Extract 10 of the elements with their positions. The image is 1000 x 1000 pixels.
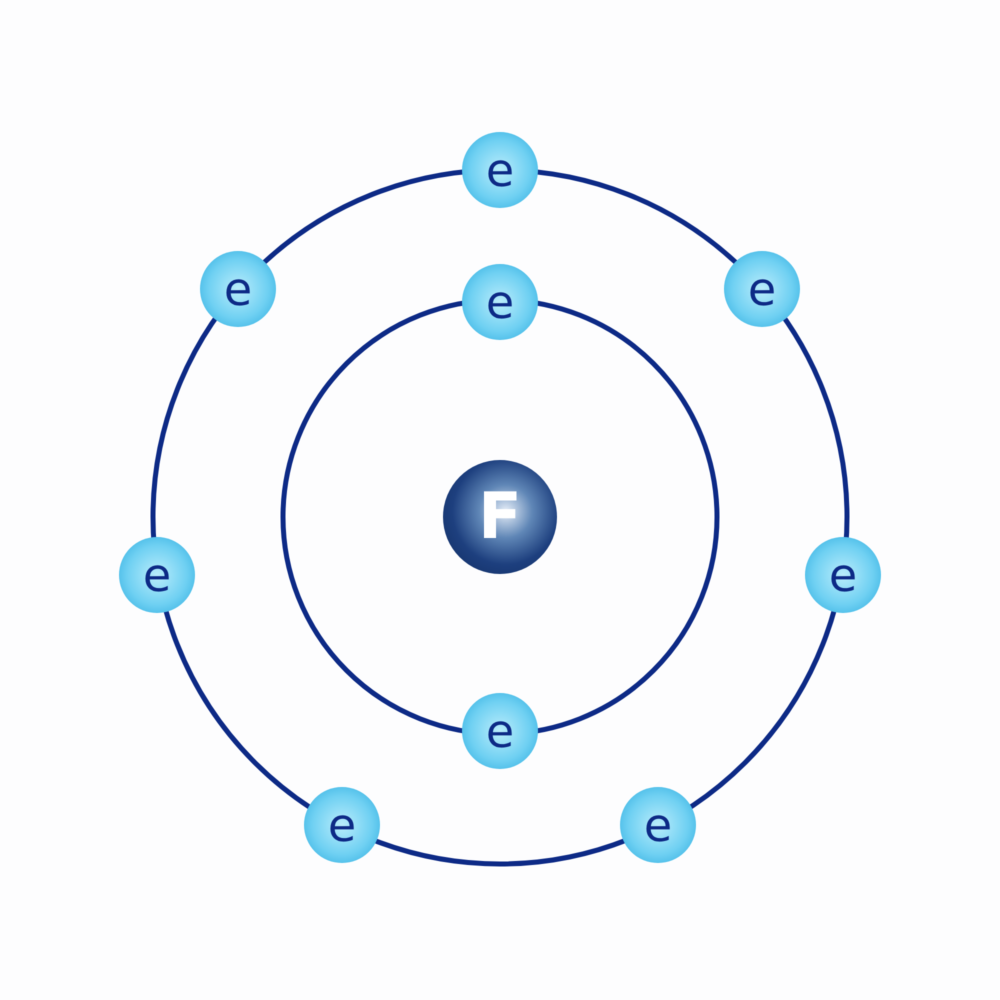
electron-circle: e: [805, 537, 881, 613]
electron-circle: e: [620, 787, 696, 863]
electron-circle: e: [462, 132, 538, 208]
electron-circle: e: [304, 787, 380, 863]
electron-circle: e: [462, 264, 538, 340]
electron-circle: e: [462, 693, 538, 769]
electron-circle: e: [200, 251, 276, 327]
electron-circle: e: [119, 537, 195, 613]
electron-circle: e: [724, 251, 800, 327]
nucleus-circle: F: [443, 460, 557, 574]
